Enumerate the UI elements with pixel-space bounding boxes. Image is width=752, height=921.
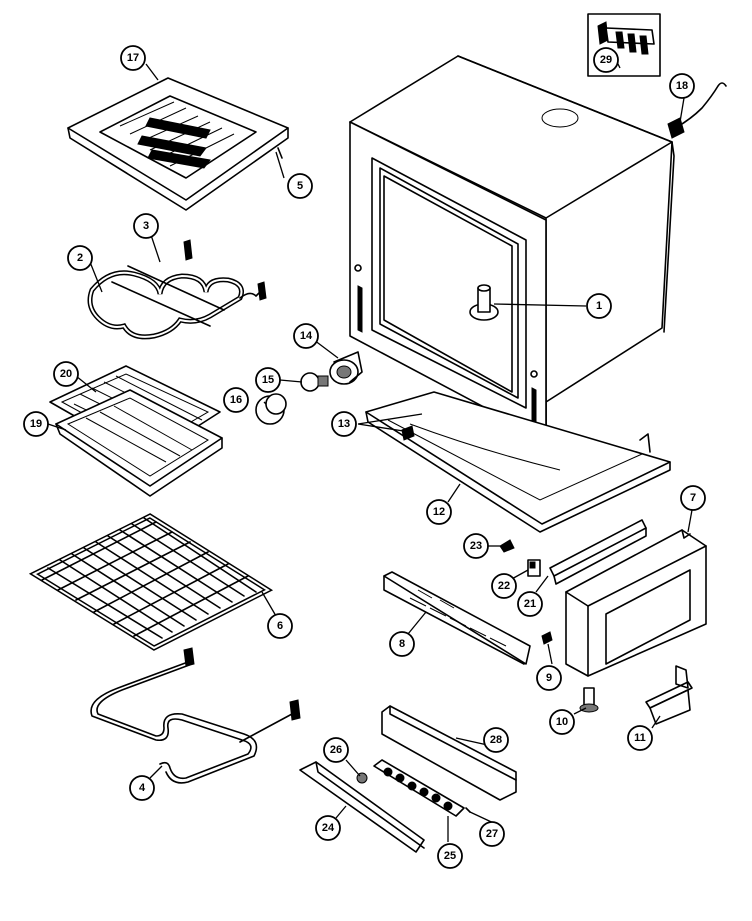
part-22-clip — [527, 559, 541, 577]
part-23-screw — [499, 539, 515, 553]
callout-9: 9 — [536, 665, 562, 691]
part-18-wire-lead — [667, 82, 727, 139]
svg-text:18: 18 — [676, 80, 688, 92]
svg-text:3: 3 — [143, 220, 149, 232]
svg-text:14: 14 — [300, 330, 313, 342]
callout-14: 14 — [293, 323, 319, 349]
callout-26: 26 — [323, 737, 349, 763]
part-28-control-panel — [381, 705, 517, 801]
svg-text:9: 9 — [546, 672, 552, 684]
callout-8: 8 — [389, 631, 415, 657]
svg-text:21: 21 — [524, 598, 536, 610]
callout-10: 10 — [549, 709, 575, 735]
svg-text:15: 15 — [262, 374, 274, 386]
callout-21: 21 — [517, 591, 543, 617]
part-17-top-panel — [67, 77, 289, 211]
svg-text:25: 25 — [444, 850, 456, 862]
callout-1: 1 — [586, 293, 612, 319]
callout-16: 16 — [223, 387, 249, 413]
leader-lines — [47, 51, 693, 842]
svg-text:6: 6 — [277, 620, 283, 632]
svg-text:4: 4 — [139, 782, 146, 794]
part-10-leveling-leg — [579, 687, 599, 713]
part-2-3-broil-element — [87, 239, 267, 340]
part-29-inset — [587, 13, 661, 77]
svg-text:26: 26 — [330, 744, 342, 756]
callout-2: 2 — [67, 245, 93, 271]
part-14-light-housing — [329, 351, 363, 385]
svg-text:13: 13 — [338, 418, 350, 430]
callout-20: 20 — [53, 361, 79, 387]
callout-19: 19 — [23, 411, 49, 437]
callout-6: 6 — [267, 613, 293, 639]
part-4-bake-element — [90, 647, 301, 784]
callout-7: 7 — [680, 485, 706, 511]
part-27-pin — [465, 807, 471, 813]
svg-text:16: 16 — [230, 394, 242, 406]
svg-text:24: 24 — [322, 822, 335, 834]
svg-text:19: 19 — [30, 418, 42, 430]
svg-text:28: 28 — [490, 734, 502, 746]
part-8-front-trim — [383, 571, 531, 665]
svg-text:5: 5 — [297, 180, 303, 192]
callout-27: 27 — [479, 821, 505, 847]
callout-29: 29 — [593, 47, 619, 73]
svg-text:20: 20 — [60, 368, 72, 380]
callout-12: 12 — [426, 499, 452, 525]
svg-text:23: 23 — [470, 540, 482, 552]
callout-18: 18 — [669, 73, 695, 99]
part-7-drawer — [565, 529, 707, 677]
svg-text:17: 17 — [127, 52, 139, 64]
callout-3: 3 — [133, 213, 159, 239]
part-15-light-bulb — [300, 372, 329, 392]
svg-text:22: 22 — [498, 580, 510, 592]
callout-24: 24 — [315, 815, 341, 841]
callout-5: 5 — [287, 173, 313, 199]
part-20-19-broil-pan — [49, 365, 223, 497]
svg-text:8: 8 — [399, 638, 405, 650]
callout-23: 23 — [463, 533, 489, 559]
callout-13: 13 — [331, 411, 357, 437]
part-6-oven-rack — [28, 513, 274, 651]
callout-4: 4 — [129, 775, 155, 801]
part-25-valve-block — [373, 759, 465, 817]
part-16-knob — [255, 393, 287, 425]
callout-25: 25 — [437, 843, 463, 869]
part-12-bottom-panel — [365, 391, 671, 533]
part-24-control-trim — [299, 761, 425, 853]
svg-text:27: 27 — [486, 828, 498, 840]
svg-text:1: 1 — [596, 300, 602, 312]
svg-text:7: 7 — [690, 492, 696, 504]
oven-cavity — [349, 55, 675, 441]
svg-text:12: 12 — [433, 506, 445, 518]
part-9-screw — [541, 631, 553, 645]
callout-15: 15 — [255, 367, 281, 393]
callout-17: 17 — [120, 45, 146, 71]
part-21-strip — [549, 519, 647, 585]
svg-text:2: 2 — [77, 252, 83, 264]
callout-22: 22 — [491, 573, 517, 599]
svg-text:29: 29 — [600, 54, 612, 66]
callout-11: 11 — [627, 725, 653, 751]
svg-text:10: 10 — [556, 716, 568, 728]
callout-28: 28 — [483, 727, 509, 753]
svg-text:11: 11 — [634, 732, 646, 744]
part-11-bracket — [645, 665, 693, 725]
